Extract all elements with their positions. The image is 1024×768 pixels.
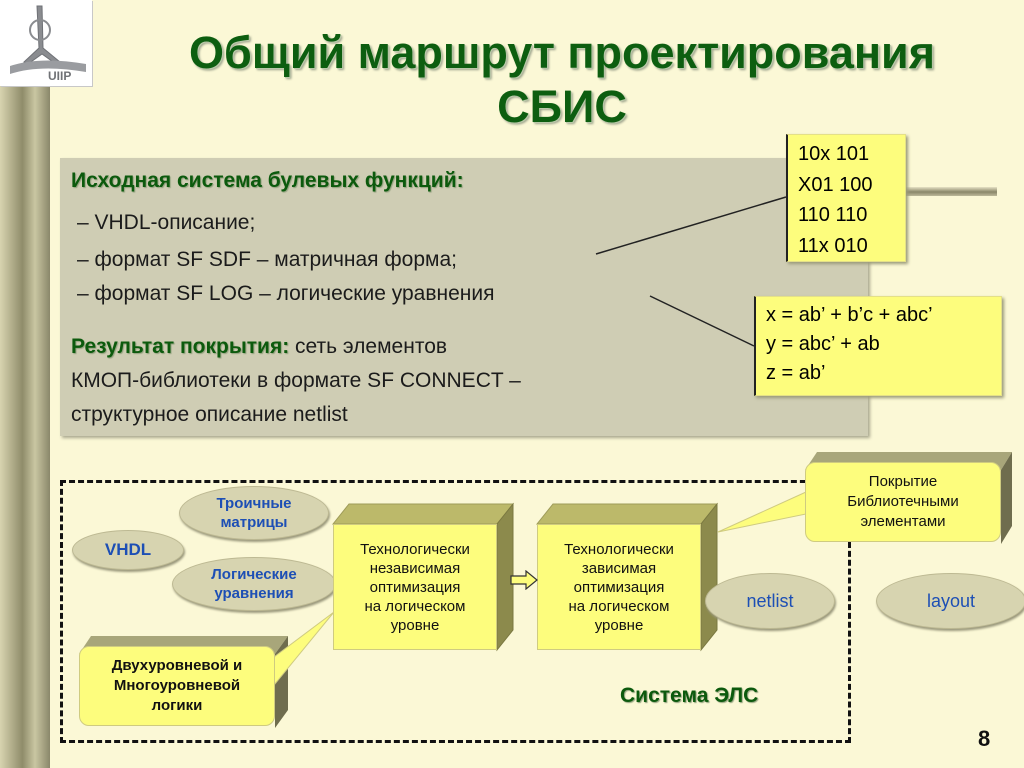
indep-cube-top	[331, 503, 515, 525]
equations-connector	[649, 295, 755, 347]
independent-optimization-box: Технологически независимая оптимизация н…	[333, 524, 497, 650]
page-title: Общий маршрут проектирования СБИС	[100, 26, 1024, 134]
dependent-optimization-box: Технологически зависимая оптимизация на …	[537, 524, 701, 650]
indep-line: оптимизация	[369, 578, 461, 596]
twolevel-line: Многоуровневой	[113, 677, 241, 694]
dep-line: Технологически	[564, 540, 674, 558]
equations-box: x = ab’ + b’c + abc’ y = abc’ + ab z = a…	[754, 296, 1002, 396]
system-frame	[60, 480, 851, 743]
netlist-node: netlist	[705, 573, 835, 629]
source-item-log: – формат SF LOG – логические уравнения	[77, 282, 495, 305]
main-panel	[60, 158, 868, 436]
dep-line: уровне	[594, 616, 644, 634]
indep-line: уровне	[390, 616, 440, 634]
logic-equations-node: Логические уравнения	[172, 557, 336, 611]
ternary-line-1: Троичные	[216, 495, 292, 512]
institute-logo-icon: UIIP	[10, 5, 86, 83]
indep-line: на логическом	[364, 597, 466, 615]
matrix-box: 10x 101 X01 100 110 110 11x 010	[786, 134, 906, 262]
indep-line: Технологически	[360, 540, 470, 558]
coverage-pointer	[717, 491, 807, 533]
dep-cube-top	[535, 503, 719, 525]
layout-node: layout	[876, 573, 1024, 629]
slide-number: 8	[978, 726, 991, 751]
coverage-line: Библиотечными	[847, 493, 959, 510]
matrix-connector	[595, 196, 787, 255]
system-label: Система ЭЛС	[620, 684, 759, 707]
indep-line: независимая	[369, 559, 461, 577]
ternary-matrices-node: Троичные матрицы	[179, 486, 329, 540]
right-arrow-icon	[510, 570, 538, 590]
svg-text:UIIP: UIIP	[48, 69, 71, 83]
equation-row: z = ab’	[766, 362, 826, 384]
coverage-side	[1001, 452, 1012, 544]
source-item-vhdl: – VHDL-описание;	[77, 211, 256, 234]
dep-cube-side	[700, 502, 718, 652]
decor-line	[905, 187, 997, 196]
matrix-row: 10x 101	[798, 143, 870, 165]
logic-line-1: Логические	[211, 566, 297, 583]
result-text-2: КМОП-библиотеки в формате SF CONNECT –	[71, 369, 521, 392]
coverage-line: Покрытие	[868, 473, 938, 490]
ternary-line-2: матрицы	[220, 514, 288, 531]
page-title-line-1: Общий маршрут проектирования	[189, 27, 935, 78]
vhdl-node: VHDL	[72, 530, 184, 570]
twolevel-line: логики	[151, 697, 203, 714]
dep-line: оптимизация	[573, 578, 665, 596]
logic-line-2: уравнения	[214, 585, 294, 602]
result-label: Результат покрытия:	[71, 335, 290, 358]
logo: UIIP	[0, 0, 92, 86]
equation-row: x = ab’ + b’c + abc’	[766, 304, 933, 326]
result-block: Результат покрытия: сеть элементов КМОП-…	[71, 330, 711, 432]
source-heading: Исходная система булевых функций:	[71, 169, 464, 192]
matrix-row: 11x 010	[798, 234, 868, 257]
indep-cube-side	[496, 502, 514, 652]
two-level-logic-callout: Двухуровневой и Многоуровневой логики	[79, 646, 275, 726]
result-text-3: структурное описание netlist	[71, 403, 348, 426]
matrix-row: 110 110	[798, 204, 868, 226]
coverage-line: элементами	[860, 513, 946, 530]
matrix-row: X01 100	[798, 173, 873, 196]
left-decor-bar	[0, 0, 50, 768]
equation-row: y = abc’ + ab	[766, 333, 880, 355]
result-text-1: сеть элементов	[289, 335, 448, 358]
dep-line: зависимая	[581, 559, 657, 577]
twolevel-line: Двухуровневой и	[111, 657, 243, 674]
dep-line: на логическом	[568, 597, 670, 615]
source-item-sdf: – формат SF SDF – матричная форма;	[77, 248, 457, 271]
coverage-callout: Покрытие Библиотечными элементами	[805, 462, 1001, 542]
page-title-line-2: СБИС	[497, 81, 627, 132]
